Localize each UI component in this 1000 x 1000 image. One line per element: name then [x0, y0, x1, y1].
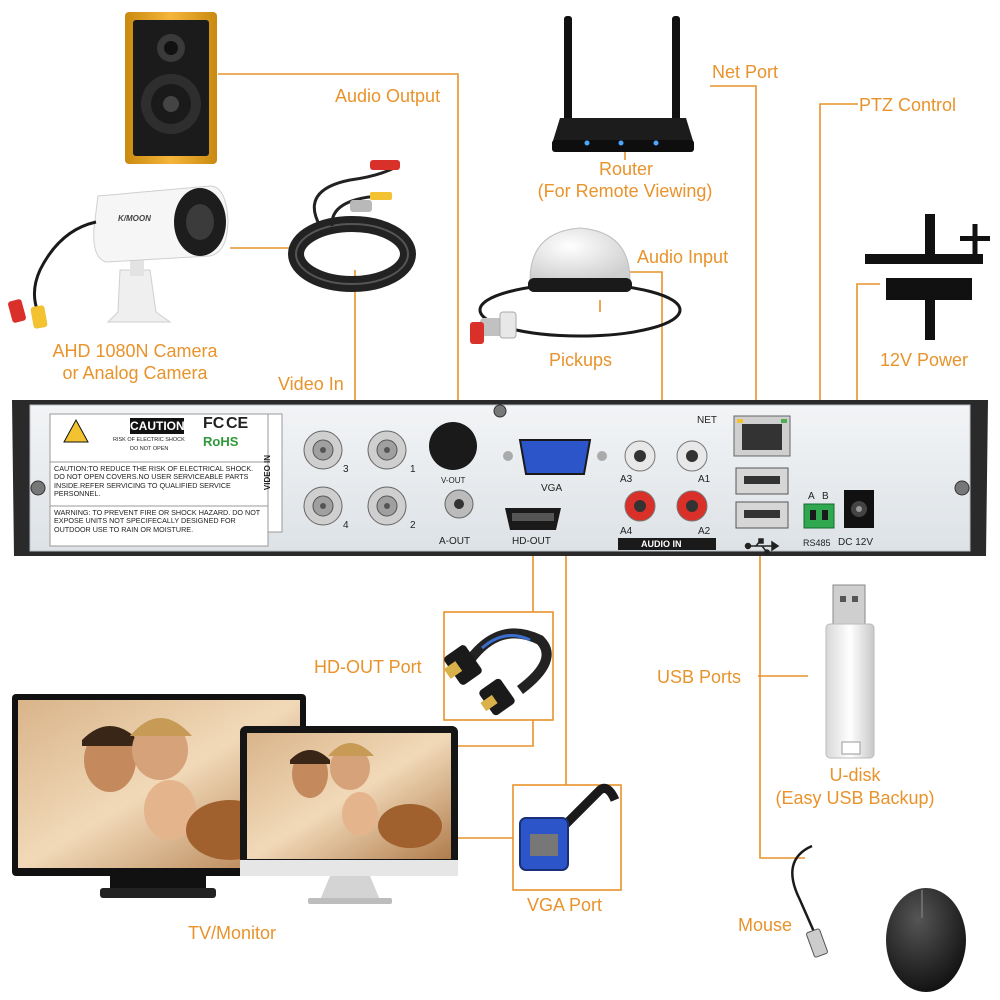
label-router: Router	[598, 159, 654, 179]
label-camera-line1: AHD 1080N Camera	[52, 341, 218, 361]
audio-a1-label: A1	[698, 474, 711, 485]
caution-sub1: RISK OF ELECTRIC SHOCK	[113, 437, 185, 443]
bnc-label-3: 3	[343, 464, 349, 475]
monitor-image	[240, 726, 458, 904]
vga-label: VGA	[541, 483, 563, 494]
router-image	[552, 16, 694, 152]
line-hdout-tv	[458, 720, 534, 747]
bnc-label-2: 2	[410, 520, 416, 531]
bnc-label-1: 1	[410, 464, 416, 475]
label-ptz-control: PTZ Control	[859, 95, 957, 115]
rca-audio-in	[618, 440, 716, 550]
label-router-sub: (For Remote Viewing)	[537, 181, 713, 201]
label-video-in: Video In	[278, 374, 344, 394]
power-symbol	[865, 214, 990, 340]
caution-text: CAUTION:TO REDUCE THE RISK OF ELECTRICAL…	[54, 464, 254, 499]
bnc-label-4: 4	[343, 520, 349, 531]
audio-a3-label: A3	[620, 474, 633, 485]
ce-mark: CE	[226, 415, 249, 432]
hd-out-label: HD-OUT	[512, 536, 551, 547]
label-udisk-sub: (Easy USB Backup)	[775, 788, 935, 808]
usb-stick-image	[825, 584, 875, 759]
speaker-image	[125, 12, 217, 164]
label-audio-input: Audio Input	[637, 247, 729, 267]
line-audio-input	[630, 271, 663, 430]
pickup-microphone-image	[470, 227, 682, 344]
label-audio-output: Audio Output	[335, 86, 441, 106]
line-audio-output	[218, 73, 459, 500]
label-pickups: Pickups	[549, 350, 613, 370]
line-net-port	[710, 85, 757, 425]
net-label: NET	[697, 415, 717, 426]
label-hd-out-port: HD-OUT Port	[314, 657, 422, 677]
frame-hd-cable	[443, 611, 554, 721]
mouse-image	[791, 844, 966, 992]
caution-title: CAUTION	[130, 419, 185, 433]
frame-vga-cable	[512, 784, 622, 891]
line-ptz	[819, 103, 858, 500]
camera-brand: K/MOON	[118, 214, 151, 223]
label-net-port: Net Port	[712, 62, 779, 82]
v-out-label: V-OUT	[441, 476, 466, 485]
label-usb-ports: USB Ports	[657, 667, 742, 687]
dvr-back-panel	[12, 400, 988, 556]
camera-image	[8, 185, 229, 329]
rs485-b-label: B	[822, 491, 829, 502]
usb-symbol-icon	[744, 538, 780, 555]
label-12v-power: 12V Power	[880, 350, 969, 370]
audio-a4-label: A4	[620, 526, 633, 537]
rs485-a-label: A	[808, 491, 815, 502]
audio-in-label: AUDIO IN	[641, 539, 682, 549]
vga-cable-image	[519, 783, 620, 871]
label-tv-monitor: TV/Monitor	[188, 923, 277, 943]
hdmi-cable-image	[443, 628, 552, 716]
caution-sub2: DO NOT OPEN	[130, 446, 169, 452]
fcc-mark: FC	[203, 415, 225, 432]
audio-a2-label: A2	[698, 526, 711, 537]
a-out-label: A-OUT	[439, 536, 471, 547]
label-vga-port: VGA Port	[527, 895, 603, 915]
label-mouse: Mouse	[738, 915, 793, 935]
rohs-mark: RoHS	[203, 434, 239, 449]
label-camera-line2: or Analog Camera	[62, 363, 208, 383]
rs485-label: RS485	[803, 538, 831, 548]
line-usb-vertical	[759, 550, 805, 859]
video-cable-coil-image	[288, 160, 416, 292]
warning-text: WARNING: TO PREVENT FIRE OR SHOCK HAZARD…	[54, 508, 261, 534]
label-udisk: U-disk	[829, 765, 881, 785]
dc12v-label: DC 12V	[838, 537, 874, 548]
video-in-vertical-label: VIDEO IN	[263, 454, 273, 491]
bnc-connectors	[303, 430, 407, 526]
